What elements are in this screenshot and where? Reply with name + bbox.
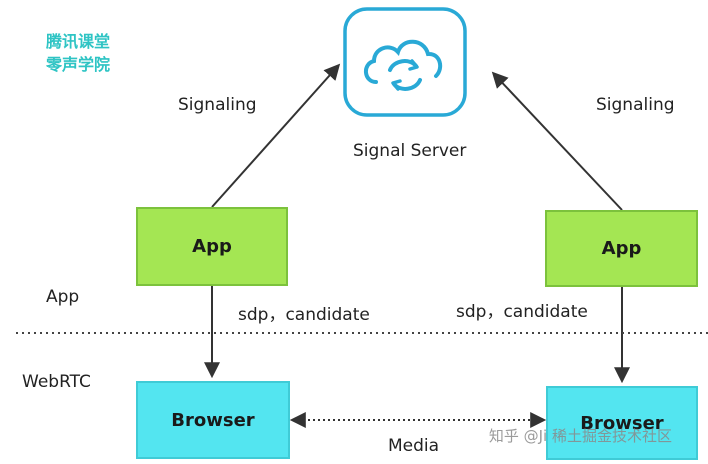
signal-server-label: Signal Server (353, 141, 467, 161)
watermark-line-2: 零声学院 (46, 55, 111, 74)
browser-box-left: Browser (136, 381, 290, 459)
sdp-label-right: sdp，candidate (456, 302, 588, 322)
signal-server-icon (340, 6, 470, 118)
signaling-label-right: Signaling (596, 95, 675, 115)
layer-label-webrtc: WebRTC (22, 372, 91, 392)
app-box-left: App (136, 207, 288, 286)
top-left-watermark: 腾讯课堂 零声学院 (46, 30, 110, 76)
watermark-line-1: 腾讯课堂 (46, 32, 111, 51)
signaling-arrow-right (491, 71, 623, 211)
browser-box-right: Browser (546, 386, 698, 460)
signaling-label-left: Signaling (178, 95, 257, 115)
app-box-right: App (545, 210, 698, 287)
cloud-sync-icon (343, 7, 467, 117)
bottom-right-watermark: 知乎 @Ji 稀土掘金技术社区 (488, 427, 672, 445)
layer-label-app: App (46, 287, 80, 307)
sdp-label-left: sdp，candidate (238, 305, 370, 325)
media-label: Media (388, 436, 440, 456)
signaling-arrow-left (211, 63, 341, 208)
